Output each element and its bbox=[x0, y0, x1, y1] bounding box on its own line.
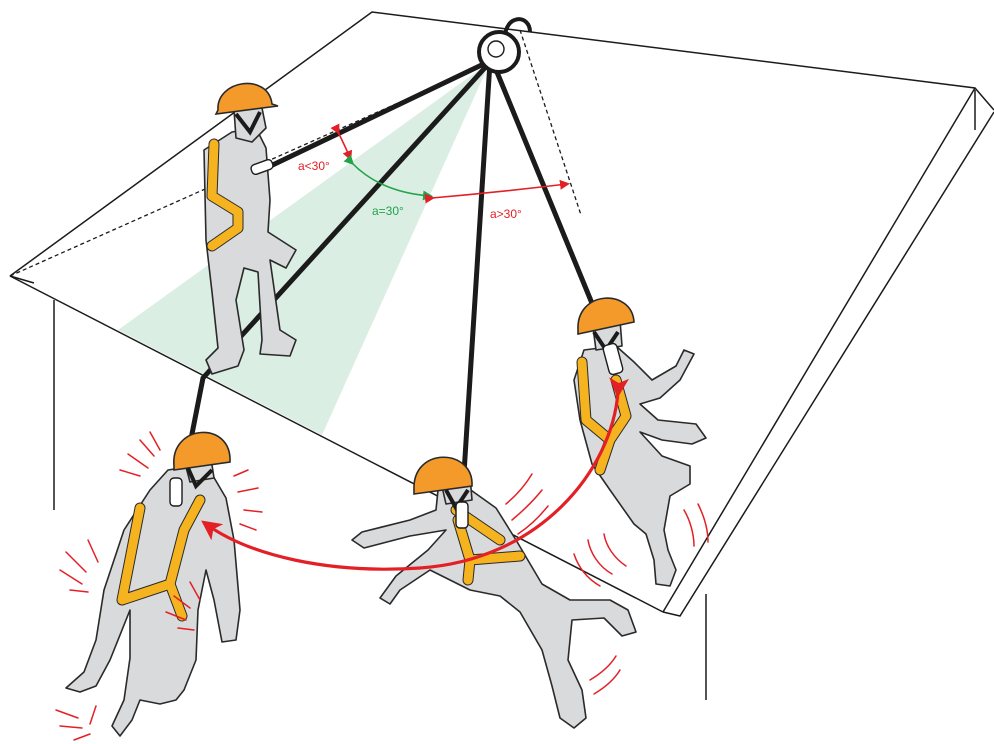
worker-hanging-centre bbox=[351, 456, 637, 729]
angle-label-greater: a>30° bbox=[490, 207, 522, 221]
impact-marks bbox=[55, 431, 709, 741]
safe-zone-cone bbox=[118, 62, 490, 435]
anchor-pulley-icon bbox=[477, 17, 532, 74]
angle-label-equal: a=30° bbox=[372, 204, 404, 218]
swing-arrow-icon bbox=[201, 377, 630, 571]
worker-hanging-right bbox=[573, 297, 707, 587]
worker-hanging-left bbox=[65, 431, 241, 737]
angle-label-less: a<30° bbox=[298, 159, 330, 173]
worker-standing bbox=[203, 82, 297, 375]
angle-indicators bbox=[330, 123, 570, 204]
